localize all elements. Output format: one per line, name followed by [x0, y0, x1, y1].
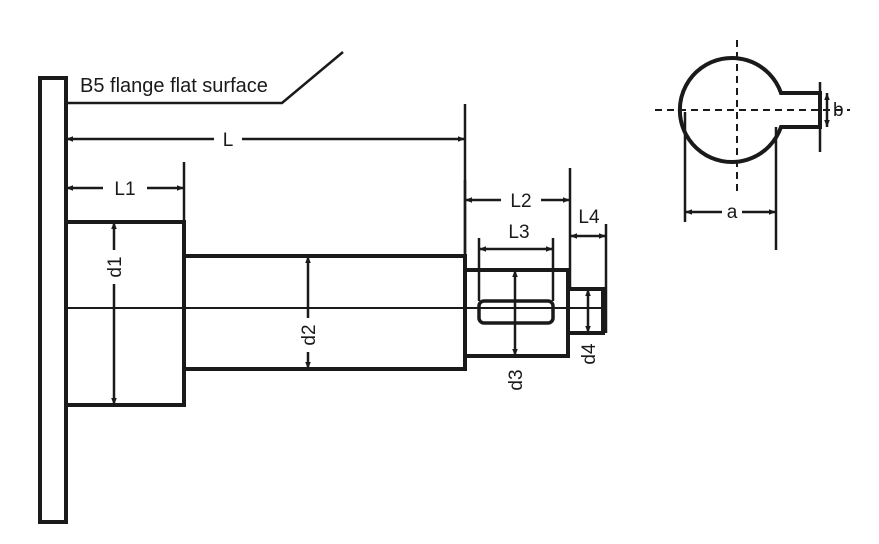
label-masks	[103, 126, 541, 242]
cross-section-outline	[677, 56, 822, 164]
callout-leader	[66, 51, 344, 105]
label-L4: L4	[578, 207, 600, 228]
d4-section-outline	[568, 287, 605, 335]
d1-section-outline	[66, 220, 186, 407]
label-d4: d4	[579, 343, 600, 365]
flange-plate	[38, 76, 68, 524]
d2-section-outline	[184, 254, 467, 371]
label-b: b	[833, 100, 844, 121]
label-L: L	[223, 130, 234, 151]
label-a: a	[727, 202, 738, 223]
callout-label: B5 flange flat surface	[80, 75, 268, 97]
label-L1: L1	[114, 179, 135, 200]
label-d3: d3	[506, 369, 527, 390]
label-L3: L3	[508, 222, 529, 243]
label-masks-vertical	[104, 250, 318, 352]
cross-section-view: a b	[655, 40, 850, 250]
label-d2: d2	[299, 324, 320, 345]
label-L2: L2	[510, 191, 531, 212]
extension-lines	[182, 104, 608, 333]
label-d1: d1	[105, 256, 126, 277]
